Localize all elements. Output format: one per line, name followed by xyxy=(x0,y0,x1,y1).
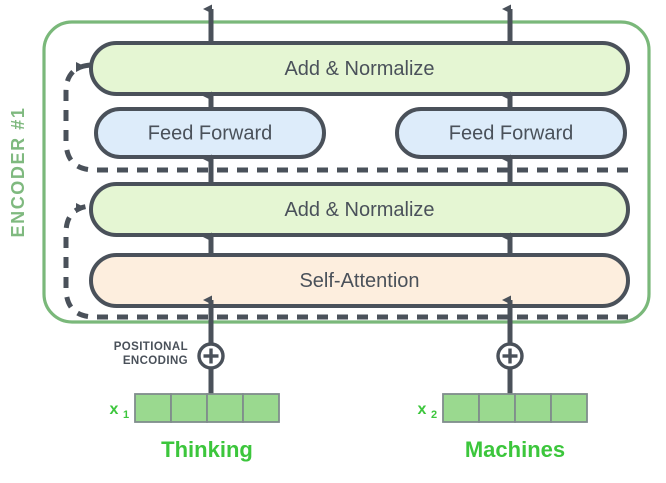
vector-label-x2: x xyxy=(418,401,427,418)
embedding-cell xyxy=(550,393,588,423)
self-attention-label: Self-Attention xyxy=(299,270,419,292)
embedding-cell xyxy=(134,393,172,423)
encoder-label-group: ENCODER #1 xyxy=(8,106,28,237)
positional-encoding-line1: POSITIONAL xyxy=(114,341,188,353)
block-add-norm-top[interactable]: Add & Normalize xyxy=(89,41,630,96)
encoder-output-arrows xyxy=(203,4,513,45)
block-feed-forward-right[interactable]: Feed Forward xyxy=(395,107,627,159)
feed-forward-right-label: Feed Forward xyxy=(449,123,574,145)
residual-upper-arrowhead xyxy=(76,62,86,72)
embedding-cell xyxy=(442,393,480,423)
encoder-border xyxy=(42,20,651,324)
positional-encoding-label-group: POSITIONAL ENCODING xyxy=(114,341,188,367)
block-feed-forward-left[interactable]: Feed Forward xyxy=(94,107,326,159)
residual-connection-lower xyxy=(63,203,628,320)
vector-label-x1: x xyxy=(110,401,119,418)
embedding-cell xyxy=(170,393,208,423)
embedding-cell xyxy=(478,393,516,423)
encoder-input-arrows xyxy=(203,295,513,344)
block-add-norm-bottom[interactable]: Add & Normalize xyxy=(89,182,630,237)
residual-upper-path xyxy=(63,62,628,173)
vector-label-token-1: x 1 xyxy=(110,401,130,421)
embedding-vector-token-2[interactable] xyxy=(442,393,588,423)
embedding-cell xyxy=(514,393,552,423)
feed-forward-left-label: Feed Forward xyxy=(148,123,273,145)
word-label-token-2: Machines xyxy=(465,437,565,462)
add-norm-top-label: Add & Normalize xyxy=(284,58,434,80)
residual-connection-upper xyxy=(63,62,628,173)
add-norm-top-shape xyxy=(89,41,630,96)
embedding-cell xyxy=(242,393,280,423)
embedding-connectors xyxy=(208,368,513,396)
embedding-cell xyxy=(206,393,244,423)
word-label-token-1: Thinking xyxy=(161,437,253,462)
plus-circle-icon-left xyxy=(197,342,225,370)
encoder-label: ENCODER #1 xyxy=(8,106,28,237)
feed-forward-right-shape xyxy=(395,107,627,159)
positional-encoding-line2: ENCODING xyxy=(123,355,188,367)
vector-index-1: 1 xyxy=(123,409,129,421)
add-norm-bottom-shape xyxy=(89,182,630,237)
encoder-container xyxy=(42,20,651,324)
vector-index-2: 2 xyxy=(431,409,437,421)
embedding-vector-token-1[interactable] xyxy=(134,393,280,423)
selfattn-to-addnorm-arrows xyxy=(203,232,513,253)
plus-circle-icon-right xyxy=(496,342,524,370)
add-norm-bottom-label: Add & Normalize xyxy=(284,199,434,221)
residual-lower-arrowhead xyxy=(76,203,86,213)
vector-label-token-2: x 2 xyxy=(418,401,438,421)
self-attention-shape xyxy=(89,253,630,308)
block-self-attention[interactable]: Self-Attention xyxy=(89,253,630,308)
